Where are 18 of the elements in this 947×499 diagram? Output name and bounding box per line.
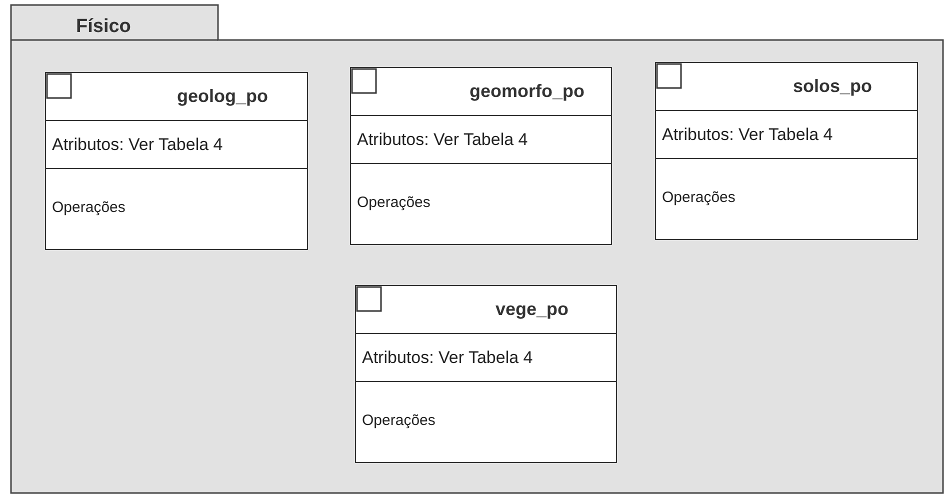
class-box xyxy=(45,72,308,250)
class-name: vege_po xyxy=(494,299,570,320)
attributes-text: Atributos: Ver Tabela 4 xyxy=(662,125,833,144)
operations-text: Operações xyxy=(357,194,430,211)
attributes-text: Atributos: Ver Tabela 4 xyxy=(362,348,533,367)
class-name: geomorfo_po xyxy=(468,81,586,102)
attributes-text: Atributos: Ver Tabela 4 xyxy=(357,130,528,149)
package-name: Físico xyxy=(76,16,131,38)
operations-text: Operações xyxy=(52,199,126,216)
class-name: geolog_po xyxy=(176,86,269,107)
operations-text: Operações xyxy=(662,189,736,206)
package-frame xyxy=(10,4,944,494)
attributes-text: Atributos: Ver Tabela 4 xyxy=(52,135,223,154)
operations-text: Operações xyxy=(362,412,436,429)
class-name: solos_po xyxy=(792,76,873,97)
class-box xyxy=(355,285,617,463)
class-box xyxy=(350,67,612,245)
class-box xyxy=(655,62,918,240)
